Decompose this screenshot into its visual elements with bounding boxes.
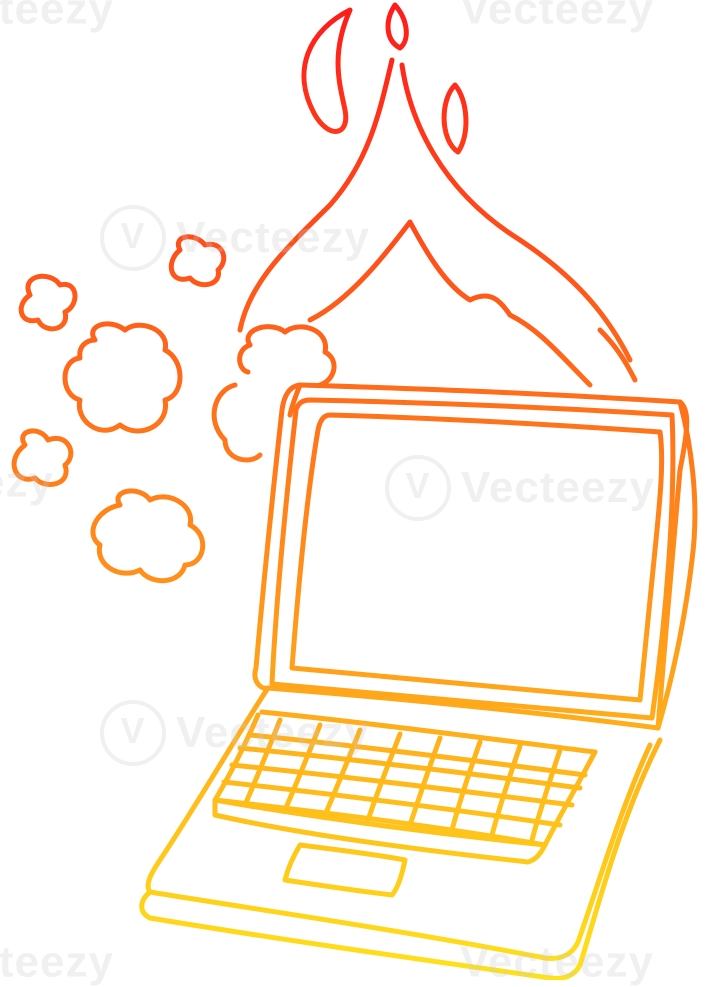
laptop-base [139,685,663,980]
flame-icon [237,2,638,388]
smoke-puffs [11,234,337,584]
laptop-screen [252,382,698,731]
